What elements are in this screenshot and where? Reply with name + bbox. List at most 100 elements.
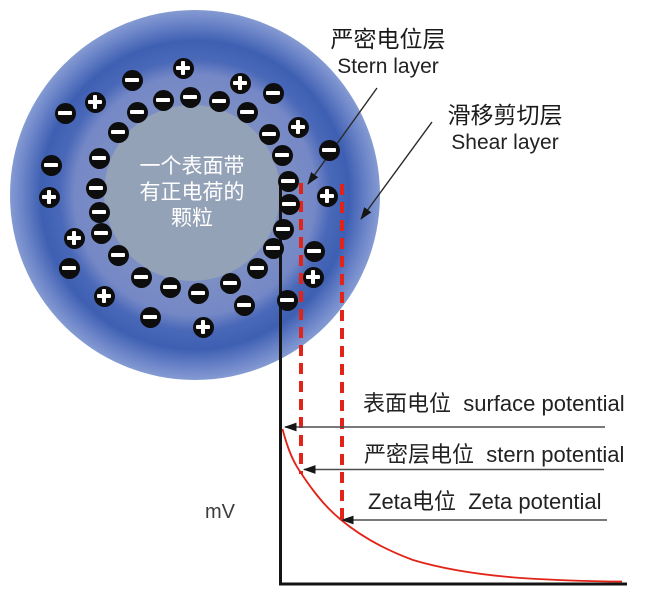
minus-icon (44, 163, 58, 167)
plus-icon-vertical-bar (102, 289, 106, 303)
negative-ion (159, 276, 181, 298)
surface-potential-label: 表面电位 surface potential (363, 391, 625, 416)
positive-ion (316, 185, 338, 207)
minus-icon (276, 227, 290, 231)
negative-ion (187, 282, 209, 304)
stern-layer-arrow (307, 87, 378, 185)
stern-potential-label: 严密层电位 stern potential (364, 442, 625, 467)
minus-icon (130, 110, 144, 114)
charged-particle: 一个表面带 有正电荷的 颗粒 (104, 105, 280, 281)
minus-icon (89, 186, 103, 190)
minus-icon (92, 156, 106, 160)
negative-ion (85, 177, 107, 199)
negative-ion (58, 257, 80, 279)
minus-icon (237, 303, 251, 307)
minus-icon (250, 266, 264, 270)
negative-ion (152, 89, 174, 111)
minus-icon (212, 99, 226, 103)
zeta-potential-label: Zeta电位 Zeta potential (368, 489, 602, 514)
plus-icon-vertical-bar (296, 120, 300, 134)
positive-ion (229, 72, 251, 94)
minus-icon (111, 253, 125, 257)
positive-ion (192, 316, 214, 338)
potential-curve (281, 428, 623, 583)
y-axis-unit-label: mV (205, 501, 235, 523)
minus-icon (62, 266, 76, 270)
minus-icon (183, 95, 197, 99)
minus-icon (240, 110, 254, 114)
minus-icon (307, 249, 321, 253)
particle-caption-line3: 颗粒 (171, 207, 213, 230)
negative-ion (208, 90, 230, 112)
negative-ion (271, 144, 293, 166)
minus-icon (275, 153, 289, 157)
negative-ion (277, 170, 299, 192)
negative-ion (303, 240, 325, 262)
minus-icon (156, 98, 170, 102)
negative-ion (272, 218, 294, 240)
negative-ion (318, 139, 340, 161)
shear-layer-arrow (360, 121, 433, 220)
minus-icon (280, 298, 294, 302)
plus-icon-vertical-bar (311, 270, 315, 284)
plus-icon-vertical-bar (72, 231, 76, 245)
negative-ion (278, 193, 300, 215)
plus-icon-vertical-bar (238, 76, 242, 90)
minus-icon (191, 291, 205, 295)
negative-ion (262, 82, 284, 104)
minus-icon (58, 111, 72, 115)
shear-layer-label-zh: 滑移剪切层 (447, 102, 563, 128)
positive-ion (38, 186, 60, 208)
negative-ion (236, 101, 258, 123)
negative-ion (246, 257, 268, 279)
positive-ion (93, 285, 115, 307)
negative-ion (107, 121, 129, 143)
minus-icon (282, 202, 296, 206)
positive-ion (287, 116, 309, 138)
positive-ion (84, 91, 106, 113)
minus-icon (262, 132, 276, 136)
minus-icon (125, 78, 139, 82)
plus-icon-vertical-bar (93, 95, 97, 109)
particle-caption-line1: 一个表面带 (139, 155, 245, 178)
negative-ion (262, 237, 284, 259)
negative-ion (276, 289, 298, 311)
plus-icon-vertical-bar (181, 61, 185, 75)
positive-ion (172, 57, 194, 79)
particle-caption-line2: 有正电荷的 (139, 181, 245, 204)
minus-icon (322, 148, 336, 152)
minus-icon (266, 91, 280, 95)
shear-layer-label-en: Shear layer (451, 131, 559, 154)
positive-ion (302, 266, 324, 288)
minus-icon (223, 281, 237, 285)
stern-layer-label: 严密电位层 Stern layer (323, 24, 453, 79)
negative-ion (139, 306, 161, 328)
positive-ion (63, 227, 85, 249)
minus-icon (94, 231, 108, 235)
negative-ion (258, 123, 280, 145)
minus-icon (143, 315, 157, 319)
negative-ion (179, 86, 201, 108)
negative-ion (219, 272, 241, 294)
negative-ion (233, 294, 255, 316)
negative-ion (130, 266, 152, 288)
minus-icon (134, 275, 148, 279)
negative-ion (88, 147, 110, 169)
shear-layer-label: 滑移剪切层 Shear layer (440, 100, 570, 155)
negative-ion (121, 69, 143, 91)
minus-icon (92, 210, 106, 214)
negative-ion (88, 201, 110, 223)
minus-icon (163, 285, 177, 289)
minus-icon (111, 130, 125, 134)
minus-icon (281, 179, 295, 183)
plus-icon-vertical-bar (47, 190, 51, 204)
negative-ion (40, 154, 62, 176)
minus-icon (266, 246, 280, 250)
negative-ion (90, 222, 112, 244)
stern-layer-label-zh: 严密电位层 (330, 26, 446, 52)
negative-ion (126, 101, 148, 123)
negative-ion (107, 244, 129, 266)
plus-icon-vertical-bar (325, 189, 329, 203)
